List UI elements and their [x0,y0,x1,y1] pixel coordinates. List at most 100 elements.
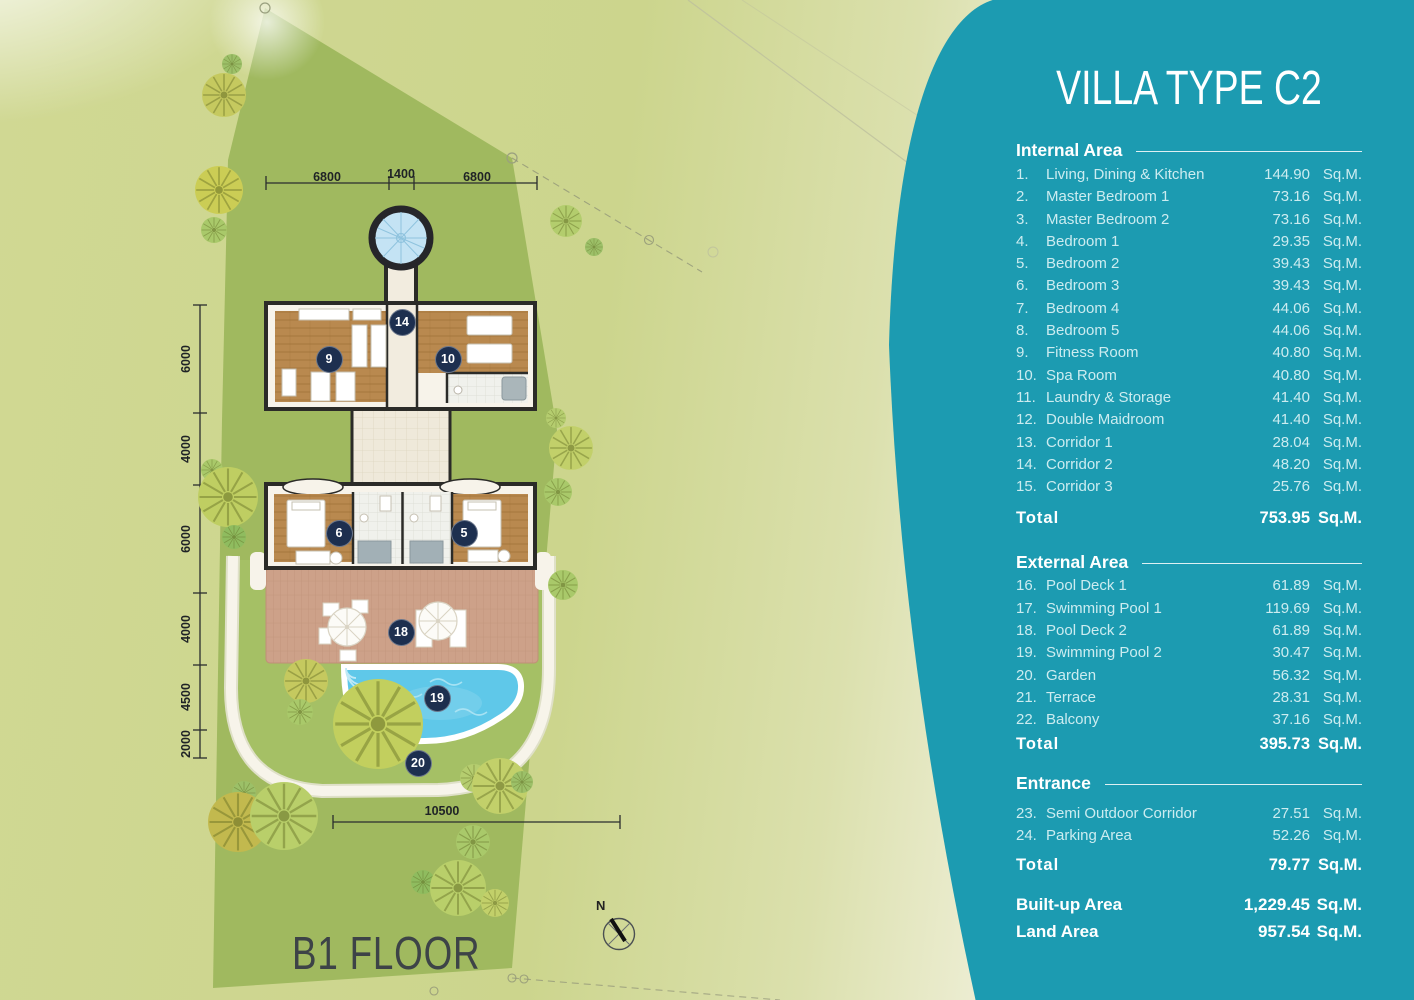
row-nm: Living, Dining & Kitchen [1046,166,1205,183]
row-num: 1. [1016,166,1029,183]
row-unit: Sq.M. [1322,804,1362,822]
row-num: 21. [1016,688,1037,706]
row-val: 144.90 [1264,166,1310,183]
internal-total: Total 753.95 Sq.M. [1016,506,1362,530]
dim-bottom: 10500 [424,804,460,818]
pool-deck [265,567,539,664]
row-val: 41.40 [1272,388,1310,406]
spiral-stair [368,205,434,310]
header-rule [1142,562,1362,564]
row-nm: Semi Outdoor Corridor [1046,804,1197,822]
row-nm: Double Maidroom [1046,411,1165,429]
total-value: 753.95 [1259,509,1310,528]
row-val: 61.89 [1272,577,1310,595]
umbrella-icon [327,607,367,647]
row-nm: Bedroom 2 [1046,255,1120,273]
row-num: 14. [1016,455,1037,473]
row-val: 28.31 [1272,688,1310,706]
dimension-lines [193,176,621,829]
row-val: 73.16 [1272,210,1310,228]
row-val: 30.47 [1272,644,1310,662]
summary-value: 957.54 [1258,922,1310,942]
badge-fitness-room: 9 [315,345,343,373]
dim-left-4: 4000 [179,615,193,643]
total-value: 79.77 [1268,856,1310,875]
builtup-area-row: Built-up Area 1,229.45 Sq.M. [1016,892,1362,917]
row-nm: Bedroom 5 [1046,322,1120,340]
area-row: 21. Terrace 28.31 Sq.M. [1016,687,1362,709]
dim-left-6: 2000 [179,730,193,758]
row-val: 44.06 [1272,322,1310,340]
row-num: 11. [1016,388,1036,406]
dim-left-5: 4500 [179,683,193,711]
area-row: 16. Pool Deck 1 61.89 Sq.M. [1016,575,1362,597]
row-nm: Swimming Pool 1 [1046,599,1162,617]
row-unit: Sq.M. [1322,411,1362,429]
row-nm: Pool Deck 1 [1046,577,1127,595]
row-val: 48.20 [1272,455,1310,473]
row-val: 27.51 [1272,804,1310,822]
row-unit: Sq.M. [1322,232,1362,250]
row-unit: Sq.M. [1322,210,1362,228]
row-unit: Sq.M. [1322,711,1362,729]
row-val: 119.69 [1265,599,1310,617]
badge-pool-deck-2: 18 [387,618,415,646]
section-label: Internal Area [1016,139,1123,160]
row-nm: Corridor 3 [1046,478,1113,496]
row-num: 7. [1016,299,1029,317]
total-label: Total [1016,734,1060,753]
total-unit: Sq.M. [1318,856,1362,875]
row-val: 40.80 [1272,344,1310,362]
total-label: Total [1016,856,1060,875]
row-unit: Sq.M. [1322,622,1362,640]
section-header-internal: Internal Area [1016,140,1362,160]
row-nm: Bedroom 3 [1046,277,1120,295]
dim-top-left: 6800 [313,170,341,184]
total-label: Total [1016,509,1060,528]
row-val: 44.06 [1272,299,1310,317]
teal-panel-shape [889,0,1414,1000]
row-val: 25.76 [1272,478,1310,496]
row-unit: Sq.M. [1322,688,1362,706]
courtyard [350,409,452,484]
row-num: 22. [1016,711,1037,729]
row-nm: Spa Room [1046,366,1117,384]
row-val: 40.80 [1272,366,1310,384]
row-nm: Corridor 1 [1046,433,1113,451]
section-label: Entrance [1016,773,1091,794]
row-unit: Sq.M. [1322,478,1362,496]
badge-spa-room: 10 [434,345,462,373]
row-nm: Swimming Pool 2 [1046,644,1162,662]
row-num: 16. [1016,577,1037,595]
row-nm: Terrace [1046,688,1097,706]
row-num: 18. [1016,622,1037,640]
row-num: 13. [1016,433,1037,451]
entrance-total: Total 79.77 Sq.M. [1016,853,1362,877]
row-num: 10. [1016,366,1037,384]
row-val: 52.26 [1272,826,1310,844]
row-num: 20. [1016,666,1037,684]
section-label: External Area [1016,551,1129,572]
dim-left-2: 4000 [179,435,193,463]
row-val: 28.04 [1272,433,1310,451]
row-unit: Sq.M. [1322,433,1362,451]
row-unit: Sq.M. [1322,666,1362,684]
row-val: 56.32 [1272,666,1310,684]
summary-unit: Sq.M. [1316,922,1362,942]
area-row: 13. Corridor 1 28.04 Sq.M. [1016,432,1362,454]
row-unit: Sq.M. [1322,577,1362,595]
